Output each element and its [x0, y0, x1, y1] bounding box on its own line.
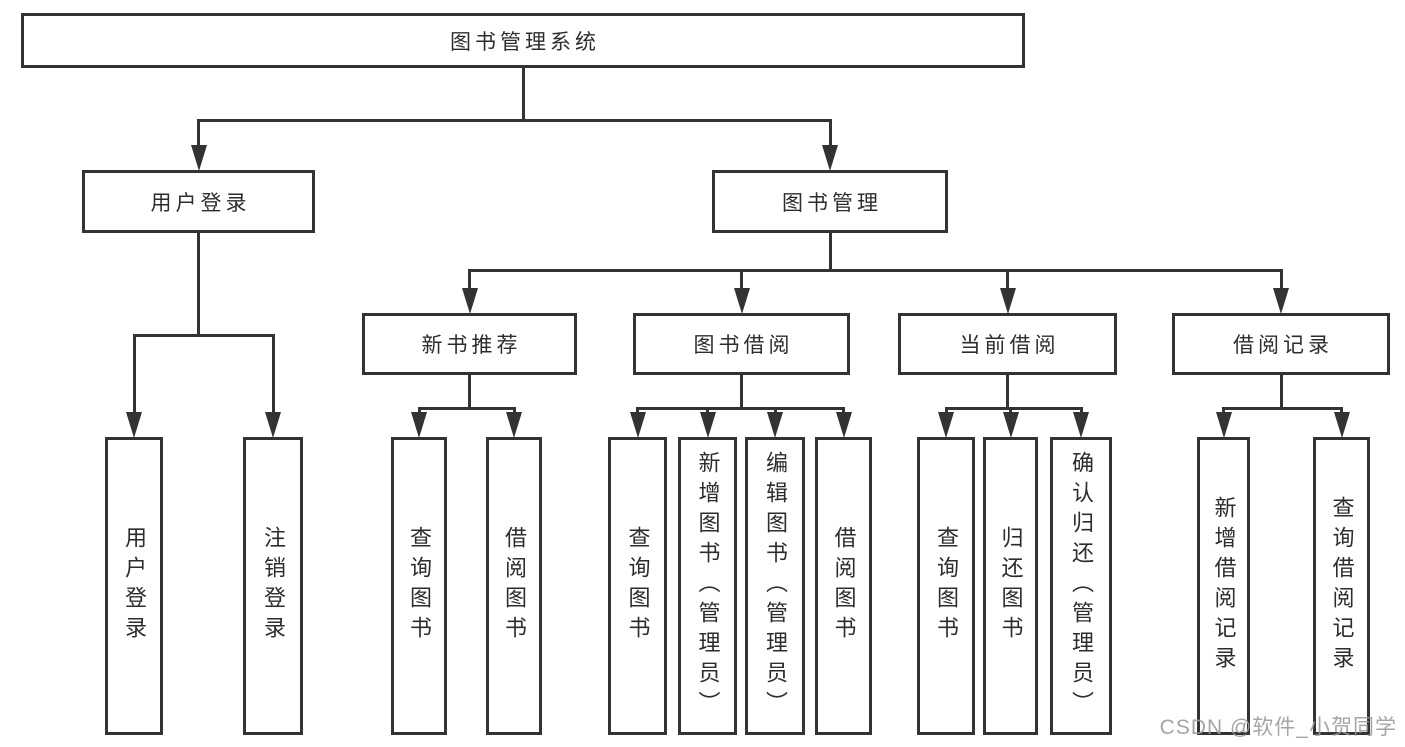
node-label-leaf-bb-add: 新增图书（管理员） — [695, 451, 721, 721]
arrow-down-icon — [699, 412, 716, 438]
node-leaf-bb-query: 查询图书 — [608, 437, 667, 735]
connector-line — [197, 120, 200, 146]
node-leaf-nbr-borrow: 借阅图书 — [486, 437, 542, 735]
connector-line — [1222, 406, 1343, 410]
connector-line — [828, 233, 832, 272]
connector-line — [1279, 270, 1283, 289]
node-leaf-bb-add: 新增图书（管理员） — [678, 437, 737, 735]
connector-line — [521, 68, 525, 122]
node-user-login: 用户登录 — [82, 170, 315, 233]
arrow-down-icon — [938, 412, 954, 438]
node-leaf-cb-query: 查询图书 — [917, 437, 975, 735]
connector-line — [512, 408, 516, 413]
arrow-down-icon — [190, 145, 207, 171]
arrow-down-icon — [461, 288, 478, 314]
node-label-leaf-nbr-query: 查询图书 — [407, 526, 432, 646]
connector-line — [132, 335, 136, 413]
node-label-root: 图书管理系统 — [450, 30, 600, 54]
connector-line — [1340, 408, 1343, 413]
connector-line — [417, 406, 516, 410]
connector-line — [468, 270, 471, 289]
connector-line — [197, 118, 832, 122]
node-borrow-record: 借阅记录 — [1172, 313, 1390, 375]
arrow-down-icon — [411, 412, 427, 438]
node-root: 图书管理系统 — [21, 13, 1025, 68]
node-label-leaf-cb-confirm: 确认归还（管理员） — [1069, 451, 1094, 721]
node-leaf-br-query: 查询借阅记录 — [1313, 437, 1370, 735]
node-leaf-bb-edit: 编辑图书（管理员） — [745, 437, 805, 735]
arrow-down-icon — [822, 145, 838, 171]
arrow-down-icon — [1273, 288, 1289, 314]
node-leaf-cb-confirm: 确认归还（管理员） — [1050, 437, 1112, 735]
node-leaf-user-login: 用户登录 — [105, 437, 163, 735]
connector-line — [773, 408, 777, 413]
node-leaf-bb-borrow: 借阅图书 — [815, 437, 872, 735]
connector-line — [417, 408, 421, 413]
node-label-leaf-br-add: 新增借阅记录 — [1211, 496, 1237, 676]
node-leaf-logout: 注销登录 — [243, 437, 303, 735]
connector-line — [740, 375, 743, 410]
arrow-down-icon — [1002, 412, 1019, 438]
connector-line — [468, 375, 471, 410]
node-book-mgmt: 图书管理 — [712, 170, 948, 233]
arrow-down-icon — [767, 412, 783, 438]
node-leaf-nbr-query: 查询图书 — [391, 437, 447, 735]
csdn-watermark: CSDN @软件_小贺同学 — [1159, 716, 1397, 739]
connector-line — [636, 408, 639, 413]
connector-line — [740, 270, 743, 289]
node-label-user-login: 用户登录 — [150, 191, 251, 215]
node-label-leaf-bb-edit: 编辑图书（管理员） — [763, 451, 788, 721]
node-current-borrow: 当前借阅 — [898, 313, 1117, 375]
connector-line — [1006, 270, 1009, 289]
arrow-down-icon — [1073, 412, 1089, 438]
arrow-down-icon — [506, 412, 522, 438]
connector-line — [944, 408, 948, 413]
arrow-down-icon — [629, 412, 646, 438]
connector-line — [197, 233, 200, 337]
node-leaf-cb-return: 归还图书 — [983, 437, 1038, 735]
node-label-book-mgmt: 图书管理 — [782, 191, 882, 215]
arrow-down-icon — [835, 412, 852, 438]
connector-line — [1006, 375, 1009, 410]
connector-line — [706, 408, 709, 413]
arrow-down-icon — [1215, 412, 1232, 438]
node-new-book-rec: 新书推荐 — [362, 313, 577, 375]
node-label-leaf-user-login: 用户登录 — [122, 526, 147, 646]
connector-line — [1009, 408, 1012, 413]
arrow-down-icon — [733, 288, 750, 314]
node-label-book-borrow: 图书借阅 — [693, 334, 794, 357]
node-label-new-book-rec: 新书推荐 — [421, 334, 522, 357]
connector-line — [1279, 375, 1283, 410]
node-label-leaf-nbr-borrow: 借阅图书 — [502, 526, 527, 646]
node-book-borrow: 图书借阅 — [633, 313, 850, 375]
connector-line — [132, 333, 275, 337]
connector-line — [636, 406, 845, 410]
arrow-down-icon — [126, 412, 142, 438]
connector-line — [1222, 408, 1225, 413]
connector-line — [468, 268, 1283, 272]
arrow-down-icon — [265, 412, 281, 438]
arrow-down-icon — [999, 288, 1016, 314]
node-label-leaf-bb-borrow: 借阅图书 — [831, 526, 857, 646]
arrow-down-icon — [1333, 412, 1350, 438]
node-label-borrow-record: 借阅记录 — [1233, 334, 1333, 357]
connector-line — [828, 120, 832, 146]
node-label-leaf-cb-return: 归还图书 — [998, 526, 1024, 646]
connector-line — [842, 408, 845, 413]
node-label-current-borrow: 当前借阅 — [959, 334, 1060, 357]
connector-line — [271, 335, 275, 413]
node-label-leaf-cb-query: 查询图书 — [934, 526, 959, 646]
connector-line — [1079, 408, 1083, 413]
node-label-leaf-br-query: 查询借阅记录 — [1329, 496, 1355, 676]
connector-line — [944, 406, 1083, 410]
node-label-leaf-bb-query: 查询图书 — [625, 526, 651, 646]
node-label-leaf-logout: 注销登录 — [261, 526, 286, 646]
node-leaf-br-add: 新增借阅记录 — [1197, 437, 1250, 735]
